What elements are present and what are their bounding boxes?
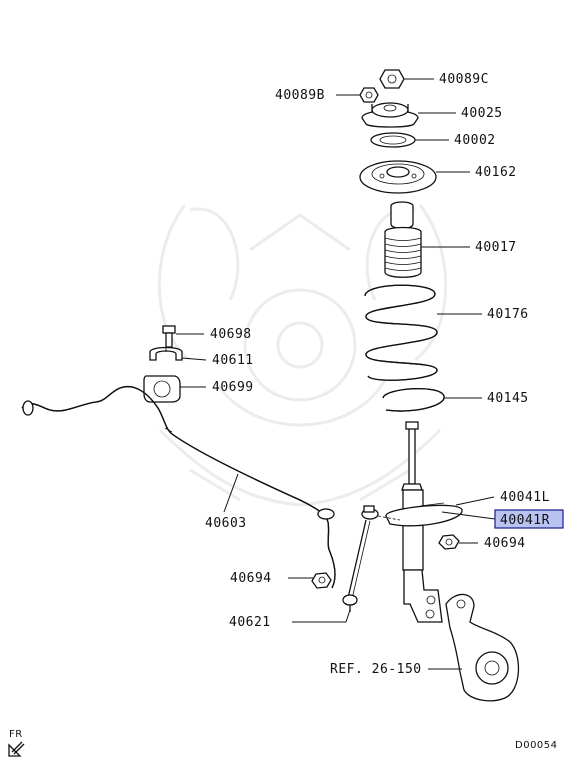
direction-label: FR bbox=[9, 729, 23, 740]
label-40603[interactable]: 40603 bbox=[205, 516, 247, 531]
label-40089c[interactable]: 40089C bbox=[439, 72, 489, 87]
label-40694-left[interactable]: 40694 bbox=[230, 571, 272, 586]
watermark-emblem bbox=[157, 204, 448, 507]
label-40017[interactable]: 40017 bbox=[475, 240, 517, 255]
label-40699[interactable]: 40699 bbox=[212, 380, 254, 395]
label-40025[interactable]: 40025 bbox=[461, 106, 503, 121]
label-40176[interactable]: 40176 bbox=[487, 307, 529, 322]
nut-40694-right-icon bbox=[438, 534, 460, 550]
nut-40089b-icon bbox=[359, 87, 379, 103]
label-40621[interactable]: 40621 bbox=[229, 615, 271, 630]
dust-boot-40017-icon bbox=[384, 201, 422, 278]
bracket-40611-icon bbox=[149, 346, 183, 361]
coil-spring-40176-icon bbox=[364, 284, 438, 381]
bushing-40699-icon bbox=[143, 375, 181, 403]
label-40041r[interactable]: 40041R bbox=[500, 513, 550, 528]
steering-knuckle-icon bbox=[445, 593, 520, 702]
nut-40089c-icon bbox=[379, 69, 405, 89]
label-40041l[interactable]: 40041L bbox=[500, 490, 550, 505]
spring-seat-40162-icon bbox=[359, 160, 437, 194]
diagram-code: D00054 bbox=[515, 740, 558, 751]
front-direction-arrow-icon bbox=[8, 741, 25, 757]
label-40002[interactable]: 40002 bbox=[454, 133, 496, 148]
label-40694-right[interactable]: 40694 bbox=[484, 536, 526, 551]
label-40698[interactable]: 40698 bbox=[210, 327, 252, 342]
strut-mount-40025-icon bbox=[361, 102, 419, 128]
stabilizer-link-40621-icon bbox=[342, 505, 401, 612]
highlight-40041r[interactable] bbox=[494, 509, 564, 529]
spring-pad-40145-icon bbox=[382, 387, 445, 412]
strut-assembly-40041-icon bbox=[385, 421, 463, 623]
bearing-40002-icon bbox=[370, 132, 416, 148]
nut-40694-left-icon bbox=[311, 572, 332, 589]
label-40145[interactable]: 40145 bbox=[487, 391, 529, 406]
stabilizer-bar-40603-icon bbox=[21, 385, 336, 589]
label-40089b[interactable]: 40089B bbox=[275, 88, 325, 103]
label-40162[interactable]: 40162 bbox=[475, 165, 517, 180]
label-ref-26-150[interactable]: REF. 26-150 bbox=[330, 662, 422, 677]
label-40611[interactable]: 40611 bbox=[212, 353, 254, 368]
